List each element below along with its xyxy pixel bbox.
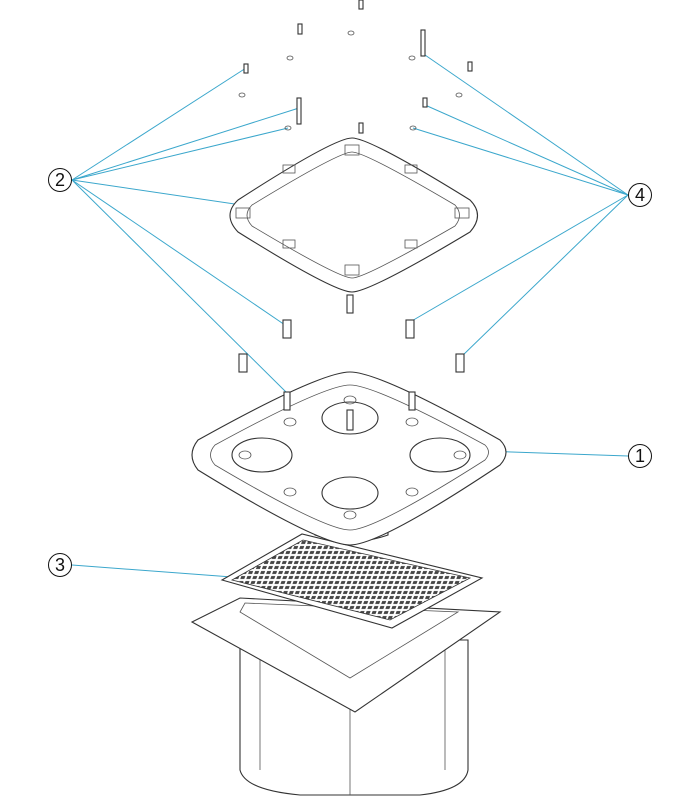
callout-1: 1	[628, 444, 652, 468]
grate	[220, 533, 484, 629]
leader-lines-4	[409, 54, 629, 359]
top-frame	[229, 137, 479, 293]
leader-lines-2	[71, 67, 300, 394]
screws-and-washers	[238, 0, 473, 134]
callout-2: 2	[48, 168, 72, 192]
skimmer-body	[191, 371, 507, 546]
standoffs	[238, 294, 465, 373]
callout-3: 3	[48, 553, 72, 577]
callout-4: 4	[628, 183, 652, 207]
skimmer-box	[190, 597, 502, 796]
leader-line-3	[71, 564, 233, 578]
